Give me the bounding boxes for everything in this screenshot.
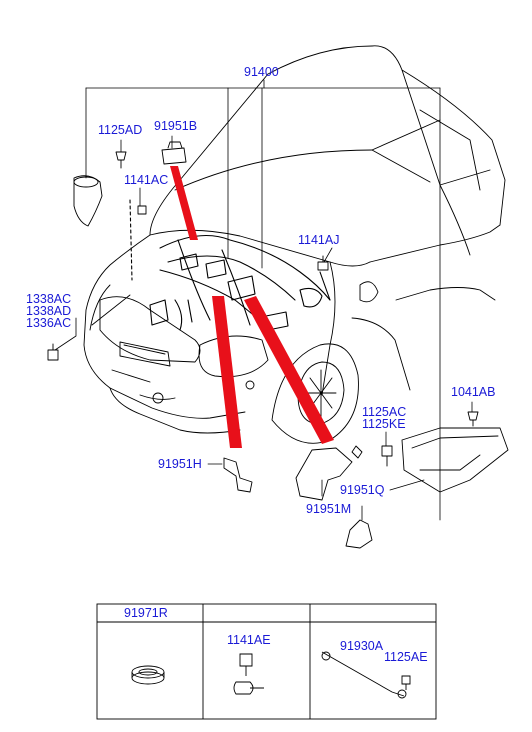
callout-1338AD: 1338AD: [26, 304, 72, 318]
hardware-parts: [47, 141, 509, 549]
table-cell-1125AE: 1125AE: [384, 650, 428, 664]
parts-table: [96, 603, 437, 720]
callout-1125KE: 1125KE: [362, 417, 406, 431]
callout-1141AJ: 1141AJ: [298, 233, 340, 247]
table-cell-91930A: 91930A: [340, 639, 384, 653]
leader-lines: [54, 79, 473, 521]
callout-1125AC: 1125AC: [362, 405, 407, 419]
callout-1141AC: 1141AC: [124, 173, 169, 187]
car-outline: [83, 45, 506, 444]
callout-1336AC: 1336AC: [26, 316, 72, 330]
callout-91951Q: 91951Q: [340, 483, 385, 497]
table-header-1: 91971R: [124, 606, 168, 620]
table-cell-1141AE: 1141AE: [227, 633, 271, 647]
callout-91951B: 91951B: [154, 119, 198, 133]
callout-1041AB: 1041AB: [451, 385, 496, 399]
callout-91951M: 91951M: [306, 502, 352, 516]
engine-harness: [129, 199, 331, 331]
callout-1338AC: 1338AC: [26, 292, 72, 306]
callout-91951H: 91951H: [158, 457, 202, 471]
callout-91400: 91400: [244, 65, 279, 79]
highlight-bands: [170, 166, 334, 448]
callout-1125AD: 1125AD: [98, 123, 143, 137]
